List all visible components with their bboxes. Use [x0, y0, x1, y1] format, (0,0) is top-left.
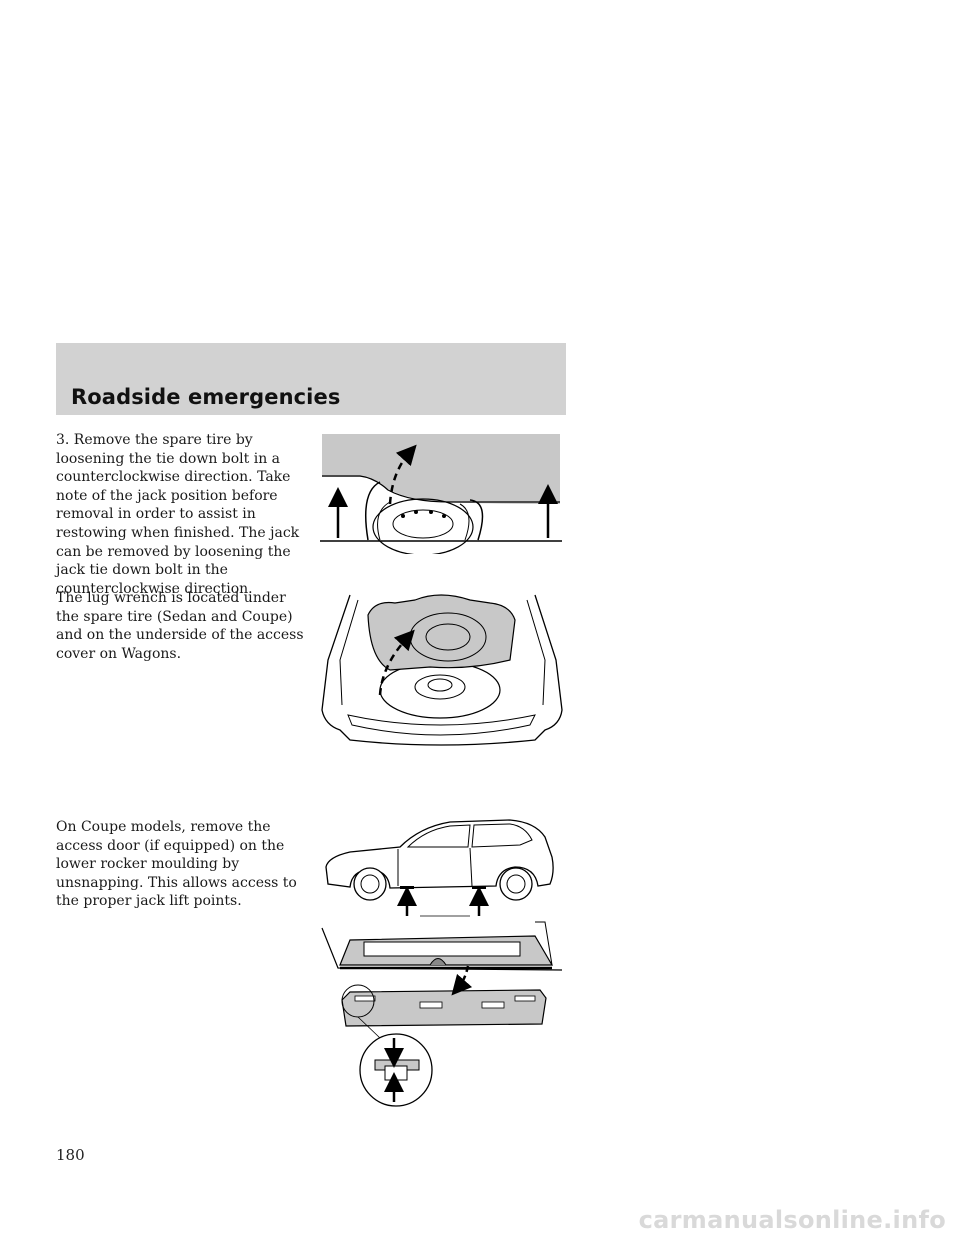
instruction-step-3: 3. Remove the spare tire by loosening th… [56, 432, 300, 597]
spare-tire-under-floor-illustration [320, 434, 562, 554]
coupe-jack-lift-points-illustration [325, 819, 554, 917]
page-number: 180 [56, 1146, 85, 1164]
section-title: Roadside emergencies [71, 385, 341, 409]
rocker-moulding-access-door-illustration [321, 921, 563, 1107]
lug-wrench-paragraph: The lug wrench is located under the spar… [56, 590, 304, 662]
coupe-paragraph: On Coupe models, remove the access door … [56, 819, 297, 910]
section-header-band: Roadside emergencies [56, 343, 566, 415]
wagon-cargo-spare-tire-illustration [321, 594, 563, 746]
watermark: carmanualsonline.info [638, 1206, 946, 1234]
